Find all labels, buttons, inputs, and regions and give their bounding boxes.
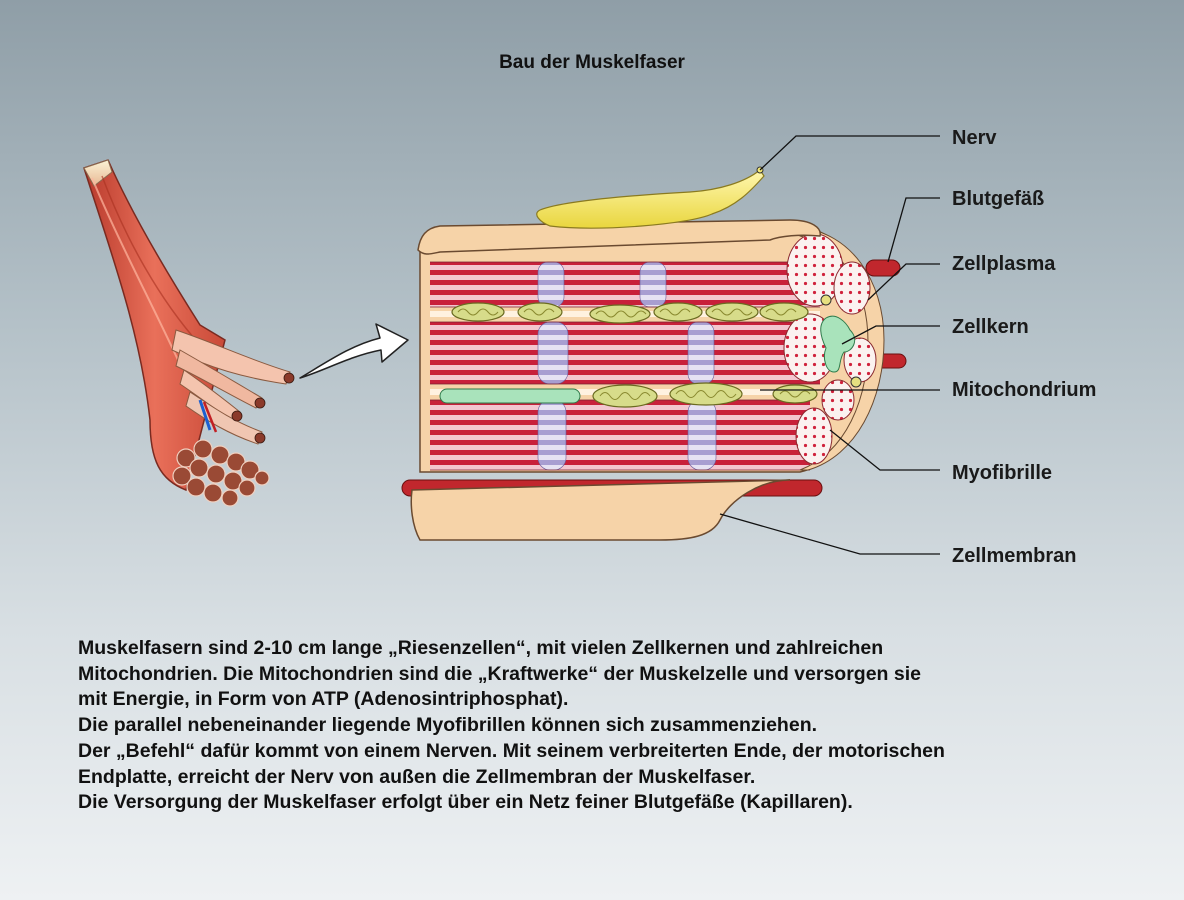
label-zellplasma: Zellplasma <box>952 253 1056 275</box>
muscle-cross-section <box>172 439 270 507</box>
label-mitochondrium: Mitochondrium <box>952 379 1097 401</box>
nerve <box>536 169 765 229</box>
muscle-fiber <box>401 166 907 541</box>
leader-lines <box>719 135 940 555</box>
description-line: Der „Befehl“ dafür kommt von einem Nerve… <box>78 739 945 762</box>
description-text: Muskelfasern sind 2-10 cm lange „Riesenz… <box>78 636 1138 816</box>
description-line: Die Versorgung der Muskelfaser erfolgt ü… <box>78 791 853 814</box>
label-zellmembran: Zellmembran <box>952 545 1077 567</box>
label-blutgefaess: Blutgefäß <box>952 188 1045 210</box>
label-myofibrille: Myofibrille <box>952 462 1053 484</box>
label-zellkern: Zellkern <box>952 316 1029 338</box>
description-line: Mitochondrien. Die Mitochondrien sind di… <box>78 662 921 685</box>
description-line: Muskelfasern sind 2-10 cm lange „Riesenz… <box>78 637 884 659</box>
cell-nucleus-elongated <box>439 388 581 404</box>
label-nerv: Nerv <box>952 127 997 149</box>
myofibril <box>430 261 820 471</box>
diagram-title: Bau der Muskelfaser <box>499 52 685 73</box>
cell-nucleus <box>820 315 856 373</box>
whole-muscle-illustration <box>83 159 295 507</box>
description-line: Endplatte, erreicht der Nerv von außen d… <box>78 765 756 788</box>
zoom-arrow <box>299 323 409 379</box>
cell-membrane <box>410 479 791 541</box>
description-line: mit Energie, in Form von ATP (Adenosintr… <box>78 688 569 711</box>
description-line: Die parallel nebeneinander liegende Myof… <box>78 714 818 737</box>
